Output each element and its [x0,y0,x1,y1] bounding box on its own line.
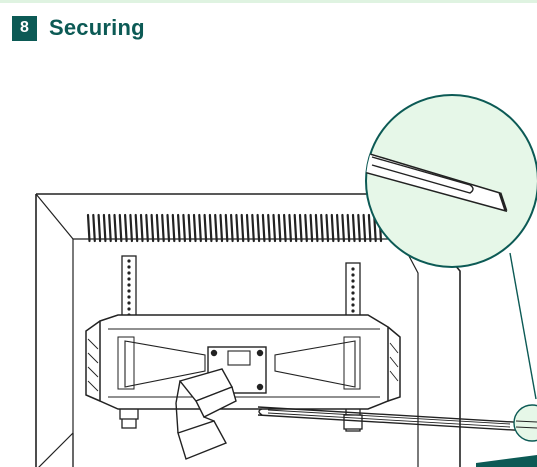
vent-slot [298,213,303,243]
vent-slot [171,213,176,243]
bracket-hole [351,285,355,289]
vent-slot [267,213,271,243]
vent-slot [367,213,372,243]
vent-slot [214,213,218,243]
vent-slot [309,213,314,243]
vent-slot [245,213,250,243]
vent-slot [272,213,277,243]
vent-slot [123,213,128,243]
vent-slot [203,213,208,243]
vent-slot [92,213,96,243]
vent-slot [139,213,144,243]
direction-arrow [476,455,537,467]
vent-slot [118,213,123,243]
bracket-hole [351,309,355,313]
vent-slot [277,213,282,243]
vent-slot [293,213,298,243]
vent-slot [102,213,107,243]
vent-slot [219,213,224,243]
vent-slot [187,213,192,243]
vent-slot [155,213,160,243]
bracket-hole [127,295,131,299]
vent-slot [240,213,245,243]
vent-slot [230,213,234,243]
vent-slot [166,213,171,243]
bracket-hole [351,273,355,277]
small-callout-circle [513,404,537,442]
vent-slot [283,213,287,243]
bracket-hole [351,291,355,295]
zoom-callout [365,94,537,268]
bracket-hole [127,301,131,305]
vent-slot [145,213,149,243]
vent-slot [177,213,181,243]
vent-slot [314,213,319,243]
vent-slot [198,213,202,243]
vent-slot [108,213,112,243]
bracket-hole [127,265,131,269]
vent-slot [341,213,345,243]
vent-slot [97,213,102,243]
bracket-hole [351,303,355,307]
securing-strap [257,406,531,432]
callout-leader [509,252,537,400]
vent-slot [182,213,186,243]
vent-slot [86,213,91,243]
step-header: 8 Securing [12,12,145,44]
vent-slot [330,213,335,243]
vent-slot [150,213,155,243]
vent-slot [346,213,351,243]
vent-slot [304,213,308,243]
vent-slot [161,213,165,243]
vent-slot [256,213,261,243]
bracket-hole [127,289,131,293]
step-number-badge: 8 [12,15,37,41]
mount-arm [175,346,267,460]
vent-slot [357,213,361,243]
vent-slot [129,213,133,243]
bracket-hole [351,297,355,301]
bracket-hole [127,271,131,275]
bracket-hole [127,277,131,281]
mount-illustration [35,94,537,467]
bracket-hole [127,283,131,287]
vent-slot [192,213,197,243]
vent-slot [336,213,340,243]
vent-slot [235,213,239,243]
vent-slot [208,213,213,243]
vent-slot [251,213,255,243]
tv-vents [86,213,383,243]
vent-slot [320,213,324,243]
vent-slot [113,213,118,243]
step-title: Securing [49,15,145,40]
bracket-hole [351,267,355,271]
vent-slot [351,213,356,243]
vent-slot [362,213,367,243]
vent-slot [288,213,292,243]
vent-slot [261,213,266,243]
bracket-hole [351,279,355,283]
vent-slot [325,213,330,243]
vent-slot [224,213,229,243]
bracket-hole [127,259,131,263]
vent-slot [134,213,139,243]
bracket-hole [127,307,131,311]
